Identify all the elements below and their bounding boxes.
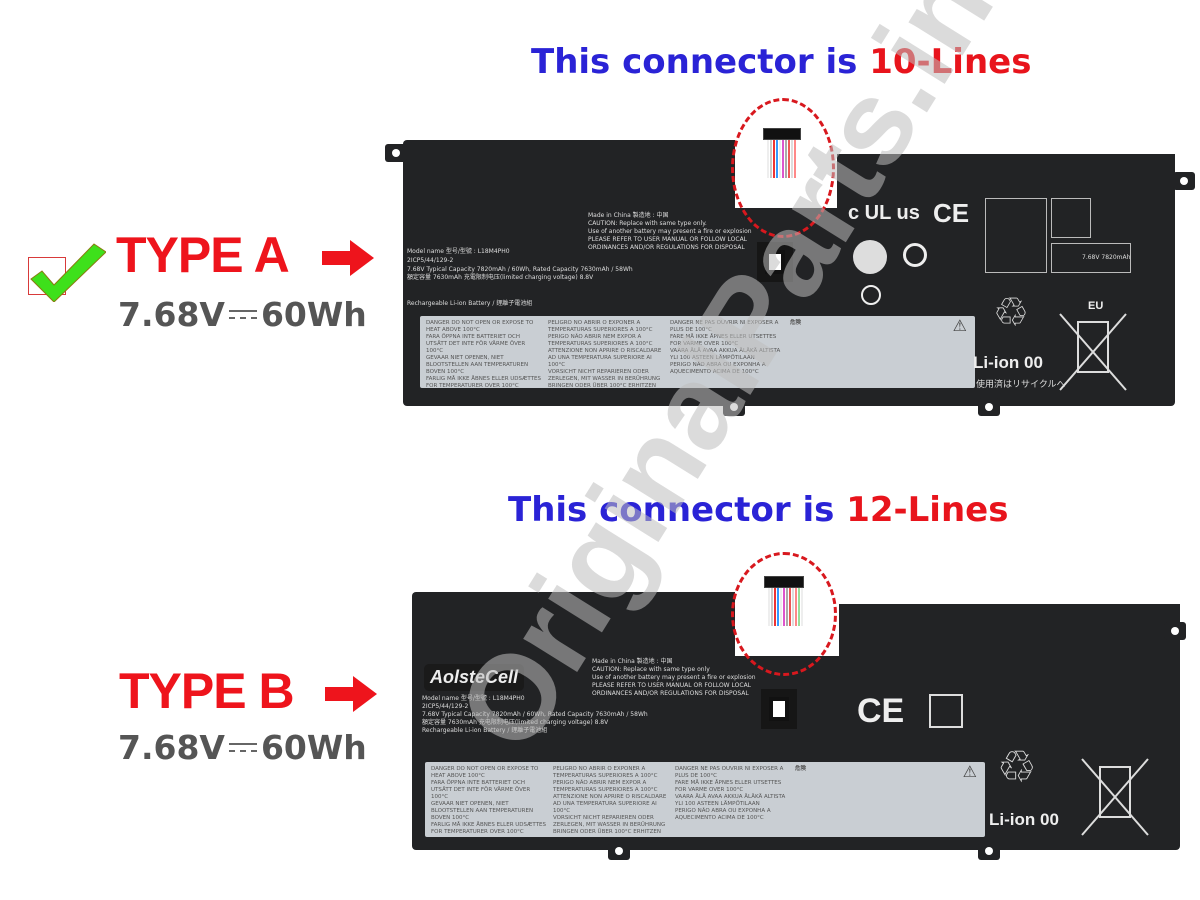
- li-ion-label: Li-ion 00: [973, 353, 1043, 372]
- heading-prefix: This connector is: [508, 490, 847, 530]
- caution: CAUTION: Replace with same type only: [592, 666, 710, 673]
- taiwan-recycle-icon: [929, 694, 963, 728]
- rohs-5-icon: [903, 243, 927, 267]
- warning-triangle-icon: ⚠: [962, 762, 977, 781]
- mount-tab: [385, 144, 407, 162]
- voltage: 7.68V: [118, 728, 225, 767]
- compliance-icon: [861, 285, 881, 305]
- refer: PLEASE REFER TO USER MANUAL OR FOLLOW LO…: [588, 236, 748, 243]
- model-line: Model name 型号/型號 : L18M4PH0: [407, 248, 510, 255]
- caution: CAUTION: Replace with same type only.: [588, 220, 707, 227]
- charge-line: 額定容量 7630mAh 充電限制电压(limited charging vol…: [407, 274, 594, 281]
- heading-highlight: 10-Lines: [869, 42, 1032, 82]
- arrow-right-icon: [322, 240, 374, 276]
- type-a-heading: This connector is 10-Lines: [531, 42, 1031, 82]
- cell-line: 2ICP5/44/129-2: [422, 703, 469, 710]
- jp-title: 危険: [795, 766, 807, 772]
- connector-highlight-ellipse: [731, 98, 835, 238]
- rechargeable-line: Rechargeable Li-ion Battery / 鋰離子電池組: [407, 300, 533, 307]
- type-a-label: TYPE A: [116, 227, 290, 283]
- type-b-label: TYPE B: [119, 663, 295, 719]
- made-in: Made in China 製造地 : 中国: [588, 212, 669, 219]
- kc-mark-box: [985, 198, 1047, 273]
- warning-label: DANGER DO NOT OPEN OR EXPOSE TO HEAT ABO…: [425, 762, 985, 837]
- mount-tab: [1164, 622, 1186, 640]
- mount-tab: [1173, 172, 1195, 190]
- made-in: Made in China 製造地 : 中国: [592, 658, 673, 665]
- warning-triangle-icon: ⚠: [952, 316, 967, 335]
- mount-tab: [978, 842, 1000, 860]
- mount-tab: [978, 398, 1000, 416]
- contact-window: [761, 689, 797, 729]
- mount-tab: [723, 398, 745, 416]
- ce-mark: CE: [933, 198, 970, 228]
- li-ion-label: Li-ion 00: [989, 810, 1059, 829]
- recycle-icon: ♲: [997, 742, 1037, 793]
- eu-label: EU: [1088, 300, 1104, 312]
- use-other: Use of another battery may present a fir…: [592, 674, 756, 681]
- refer: PLEASE REFER TO USER MANUAL OR FOLLOW LO…: [592, 682, 752, 689]
- energy: 60Wh: [260, 295, 367, 334]
- connector-highlight-ellipse: [731, 552, 837, 676]
- rechargeable-line: Rechargeable Li-ion Battery / 鋰離子電池組: [422, 727, 548, 734]
- capacity-line: 7.68V Typical Capacity 7820mAh / 60Wh, R…: [407, 266, 633, 273]
- jp-title: 危険: [790, 320, 802, 326]
- recycle-icon: ♲: [993, 290, 1029, 336]
- use-other: Use of another battery may present a fir…: [588, 228, 752, 235]
- charge-line: 額定容量 7630mAh 充电限制电压(limited charging vol…: [422, 719, 609, 726]
- voltage: 7.68V: [118, 295, 225, 334]
- certification-seal-icon: [853, 240, 887, 274]
- ordinances: ORDINANCES AND/OR REGULATIONS FOR DISPOS…: [588, 244, 745, 251]
- pse-mark: 7.68V 7820mAh: [1051, 243, 1131, 273]
- ul-mark: c UL us: [848, 202, 920, 224]
- weee-bin-icon: [1081, 758, 1149, 836]
- arrow-right-icon: [325, 676, 377, 712]
- ce-mark: CE: [857, 692, 905, 730]
- heading-highlight: 12-Lines: [846, 490, 1009, 530]
- ordinances: ORDINANCES AND/OR REGULATIONS FOR DISPOS…: [592, 690, 749, 697]
- weee-bin-icon: [1059, 313, 1127, 391]
- dc-symbol-icon: [228, 742, 257, 757]
- recycle-jp: 使用済はリサイクルへ: [976, 380, 1066, 390]
- capacity-line: 7.68V Typical Capacity 7820mAh / 60Wh, R…: [422, 711, 648, 718]
- heading-prefix: This connector is: [531, 42, 870, 82]
- certification-box: [1051, 198, 1091, 238]
- type-b-heading: This connector is 12-Lines: [508, 490, 1008, 530]
- brand-logo: AolsteCell: [424, 664, 525, 691]
- warning-label: DANGER DO NOT OPEN OR EXPOSE TO HEAT ABO…: [420, 316, 975, 388]
- contact-window: [757, 242, 793, 282]
- cell-line: 2ICP5/44/129-2: [407, 257, 454, 264]
- energy: 60Wh: [260, 728, 367, 767]
- type-a-spec: 7.68V 60Wh: [118, 295, 367, 334]
- mount-tab: [608, 842, 630, 860]
- checkmark-icon: [30, 243, 106, 302]
- type-b-spec: 7.68V 60Wh: [118, 728, 367, 767]
- model-line: Model name 型号/型號 : L18M4PH0: [422, 695, 525, 702]
- dc-symbol-icon: [228, 309, 257, 324]
